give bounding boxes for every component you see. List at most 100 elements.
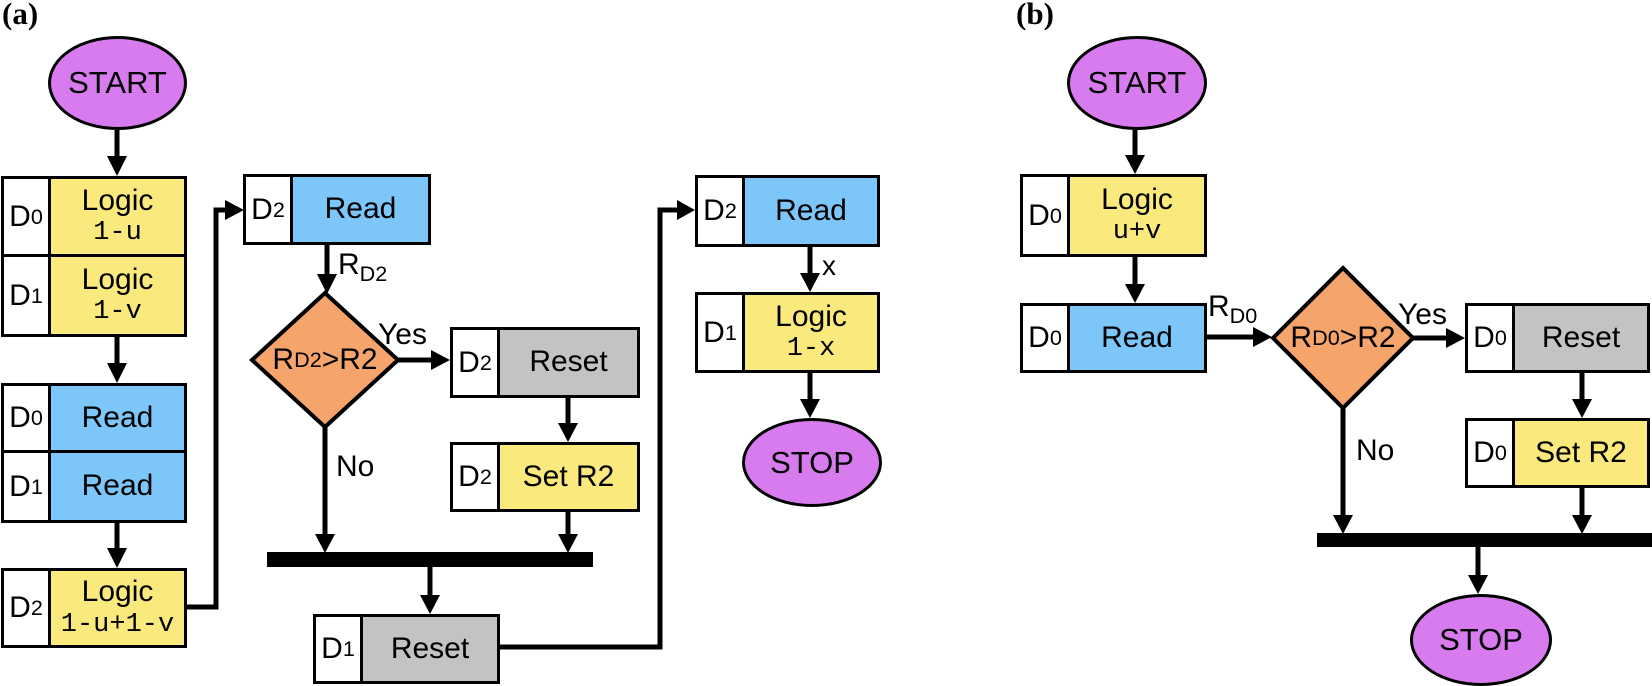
edge-a-decision-no [315, 427, 335, 553]
stop-label-b: STOP [1439, 622, 1523, 657]
box-body: Read [745, 178, 877, 244]
box-body: Logic 1-u [51, 179, 184, 254]
sync-bar-a [267, 552, 593, 567]
start-terminal-b: START [1067, 36, 1207, 130]
start-terminal-a: START [48, 36, 187, 130]
decision-diamond-b [1270, 265, 1416, 411]
panel-a-caption: (a) [2, 0, 39, 31]
sync-bar-b [1317, 533, 1652, 547]
box-body: Reset [500, 330, 637, 395]
box-title: Logic [81, 575, 154, 609]
edge-a-d1logicx-to-stop [800, 373, 820, 418]
edge-label-no-a: No [336, 450, 375, 483]
stop-terminal-a: STOP [742, 418, 882, 507]
edge-b-bar-to-stop [1468, 547, 1488, 594]
box-body: Logic u+v [1070, 177, 1204, 254]
panel-b-caption: (b) [1016, 0, 1054, 31]
box-title: Read [775, 193, 847, 227]
start-label-a: START [68, 65, 167, 100]
edge-b-start-to-d0logic [1125, 130, 1145, 174]
box-title: Reset [1541, 320, 1621, 354]
box-body: Set R2 [1515, 421, 1647, 485]
edge-b-setr2-to-bar [1572, 488, 1592, 534]
edge-label-rd0: RD0 [1208, 290, 1258, 328]
box-body: Reset [363, 617, 497, 681]
box-title: Logic [1101, 182, 1173, 216]
edge-a-reset-to-setr2 [558, 397, 578, 442]
box-body: Read [1070, 306, 1204, 370]
edge-label-yes-b: Yes [1398, 298, 1447, 331]
edge-b-d0logic-to-d0read [1125, 257, 1145, 303]
box-body: Logic 1-v [51, 257, 184, 334]
edge-label-x: x [822, 250, 836, 281]
edge-b-decision-no [1333, 408, 1353, 534]
edge-a-setr2-to-bar [558, 512, 578, 553]
edge-label-yes-a: Yes [378, 318, 427, 351]
box-body: Read [51, 453, 184, 520]
box-body: Reset [1515, 306, 1647, 370]
stop-terminal-b: STOP [1410, 594, 1552, 686]
edge-a-d1read-to-d2logic [107, 523, 127, 568]
edge-a-d1logic-to-reads [107, 337, 127, 383]
edge-a-d2read-to-decision [317, 245, 337, 294]
box-title: Read [1101, 320, 1173, 354]
edge-a-d2readtop-to-d1logicx [800, 247, 820, 292]
box-body: Read [51, 386, 184, 450]
edge-b-d0read-to-decision [1207, 327, 1272, 347]
box-title: Read [81, 400, 154, 434]
edge-a-decision-yes [398, 350, 450, 370]
box-expression: 1-u+1-v [60, 609, 175, 640]
edge-a-start-to-d0logic [107, 130, 127, 176]
edge-label-no-b: No [1356, 434, 1395, 467]
box-body: Logic 1-x [745, 295, 877, 370]
box-title: Read [81, 469, 154, 503]
edge-a-bar-to-d1reset [420, 565, 440, 614]
box-body: Read [293, 177, 428, 242]
stop-label-a: STOP [770, 444, 854, 480]
edge-b-reset-to-setr2 [1572, 373, 1592, 418]
box-title: Set R2 [1535, 435, 1627, 469]
box-title: Reset [390, 631, 470, 665]
edge-a-d1reset-to-d2readtop [500, 200, 695, 650]
decision-diamond-a [249, 290, 401, 430]
box-title: Logic [775, 299, 847, 333]
box-title: Set R2 [522, 459, 615, 493]
box-expression: 1-u [93, 218, 142, 249]
box-title: Reset [529, 345, 608, 379]
box-expression: u+v [1112, 217, 1162, 248]
box-title: Logic [81, 262, 154, 296]
box-title: Read [324, 192, 397, 226]
